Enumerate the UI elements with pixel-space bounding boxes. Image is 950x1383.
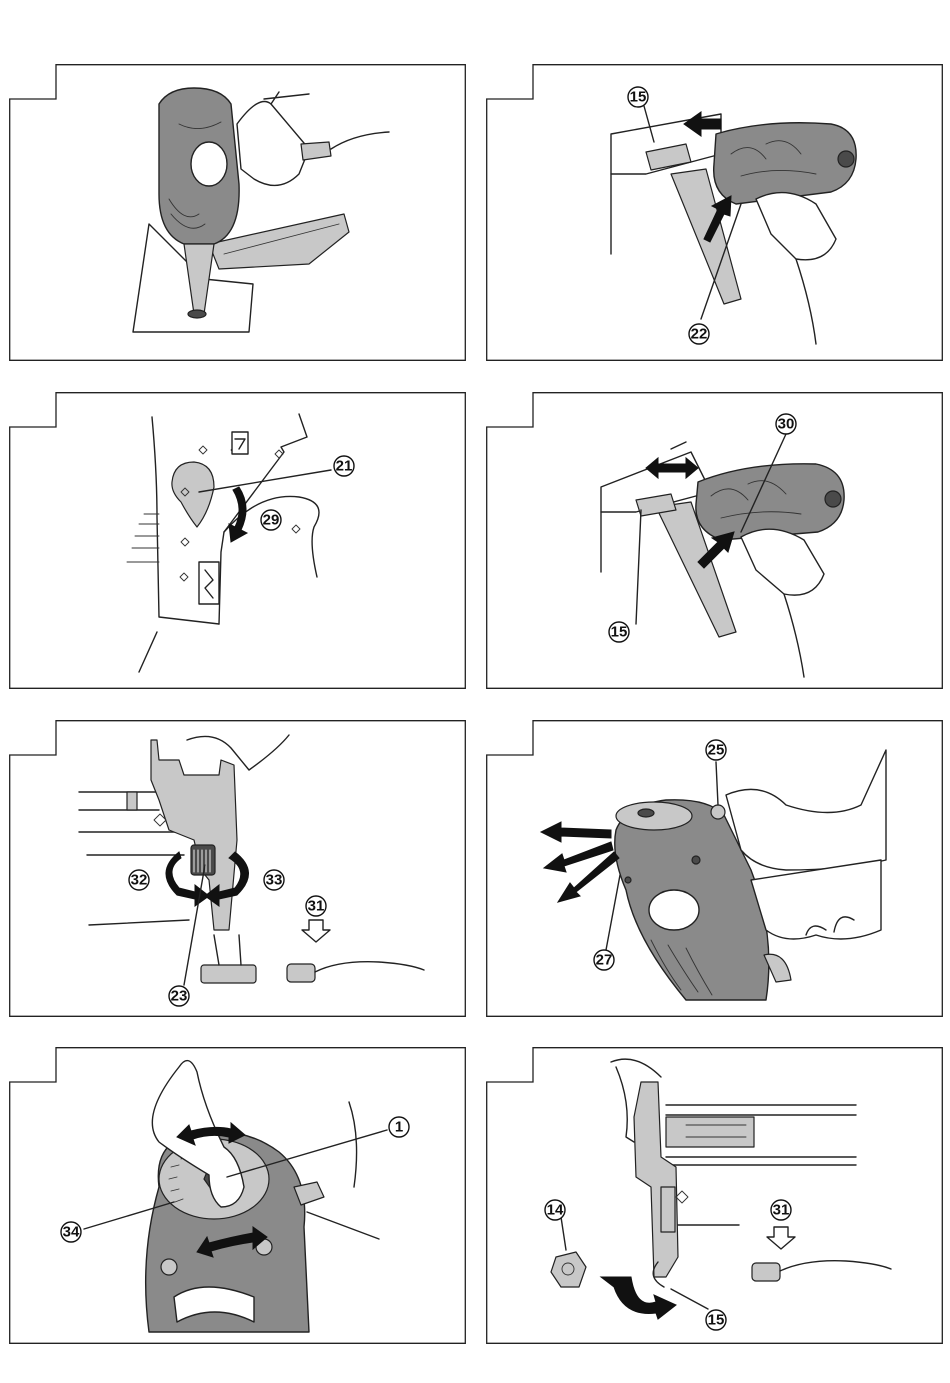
svg-text:27: 27 xyxy=(596,952,613,969)
callout-22: 22 xyxy=(689,324,709,344)
svg-text:14: 14 xyxy=(547,1202,564,1219)
callout-31: 31 xyxy=(306,896,326,916)
svg-text:31: 31 xyxy=(308,898,325,915)
figure-panel-2: 15 22 xyxy=(486,64,943,361)
figure-panel-6: 25 27 xyxy=(486,720,943,1017)
depth-adjuster xyxy=(191,845,215,875)
svg-text:32: 32 xyxy=(131,872,148,889)
svg-text:22: 22 xyxy=(691,326,708,343)
svg-text:29: 29 xyxy=(263,512,280,529)
svg-text:15: 15 xyxy=(630,89,647,106)
callout-21: 21 xyxy=(334,456,354,476)
callout-32: 32 xyxy=(129,870,149,890)
air-connector xyxy=(287,964,315,982)
svg-text:30: 30 xyxy=(778,416,795,433)
callout-14: 14 xyxy=(545,1200,565,1220)
svg-text:21: 21 xyxy=(336,458,353,475)
callout-23: 23 xyxy=(169,986,189,1006)
figure-panel-5: 32 33 31 23 xyxy=(9,720,466,1017)
svg-text:23: 23 xyxy=(171,988,188,1005)
figure-panel-1 xyxy=(9,64,466,361)
svg-text:25: 25 xyxy=(708,742,725,759)
svg-text:31: 31 xyxy=(773,1202,790,1219)
callout-34: 34 xyxy=(61,1222,81,1242)
contact-foot xyxy=(201,965,256,983)
figure-panel-4: 30 15 xyxy=(486,392,943,689)
figure-panel-3: 21 29 xyxy=(9,392,466,689)
svg-text:15: 15 xyxy=(611,624,628,641)
figure-panel-7: 1 34 xyxy=(9,1047,466,1344)
callout-15: 15 xyxy=(628,87,648,107)
callout-29: 29 xyxy=(261,510,281,530)
air-connector xyxy=(752,1263,780,1281)
callout-15: 15 xyxy=(609,622,629,642)
svg-text:33: 33 xyxy=(266,872,283,889)
callout-1: 1 xyxy=(389,1117,409,1137)
callout-25: 25 xyxy=(706,740,726,760)
svg-text:34: 34 xyxy=(63,1224,80,1241)
callout-30: 30 xyxy=(776,414,796,434)
callout-33: 33 xyxy=(264,870,284,890)
callout-31: 31 xyxy=(771,1200,791,1220)
callout-27: 27 xyxy=(594,950,614,970)
figure-panel-8: 14 31 15 xyxy=(486,1047,943,1344)
svg-text:15: 15 xyxy=(708,1312,725,1329)
callout-15: 15 xyxy=(706,1310,726,1330)
svg-text:1: 1 xyxy=(395,1119,403,1136)
